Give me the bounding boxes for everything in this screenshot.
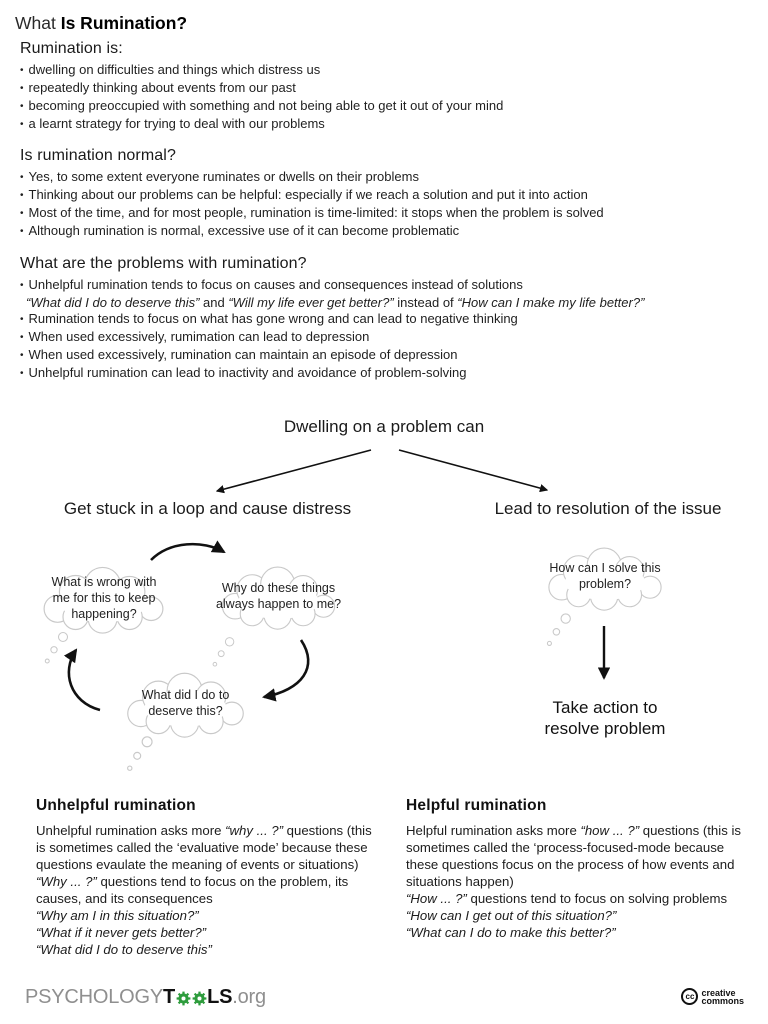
- bullet-item: Thinking about our problems can be helpf…: [20, 187, 750, 205]
- column-paragraph: Helpful rumination asks more “how ... ?”…: [406, 822, 748, 890]
- paragraph-text: Unhelpful rumination asks more: [36, 823, 226, 838]
- branch-arrow-left: [215, 449, 372, 494]
- page-title: What Is Rumination?: [15, 13, 187, 34]
- column-helpful-rumination: Helpful rumination Helpful rumination as…: [406, 797, 748, 941]
- logo-t-text: T: [163, 986, 176, 1008]
- section-heading: Is rumination normal?: [20, 147, 176, 164]
- take-action-line2: resolve problem: [544, 718, 666, 738]
- section-heading: What are the problems with rumination?: [20, 255, 307, 272]
- thought-bubble-3-text: What did I do to deserve this?: [141, 688, 230, 718]
- paragraph-italic: “How ... ?”: [406, 891, 467, 906]
- paragraph-italic: “why ... ?”: [225, 823, 283, 838]
- column-paragraph: “Why ... ?” questions tend to focus on t…: [36, 873, 384, 907]
- bullet-item: becoming preoccupied with something and …: [20, 98, 750, 116]
- paragraph-italic: “Why ... ?”: [36, 874, 97, 889]
- loop-arrow-left: [63, 648, 101, 712]
- quote-join: instead of: [393, 295, 458, 310]
- bullet-item: Rumination tends to focus on what has go…: [20, 311, 750, 329]
- thought-trail-icon: [210, 634, 238, 672]
- column-unhelpful-rumination: Unhelpful rumination Unhelpful ruminatio…: [36, 797, 384, 958]
- take-action-line1: Take action to: [552, 698, 658, 717]
- thought-bubble-2-text: Why do these things always happen to me?: [215, 581, 342, 611]
- bullet-item: Unhelpful rumination tends to focus on c…: [20, 277, 750, 295]
- paragraph-text: Helpful rumination asks more: [406, 823, 581, 838]
- gear-icon: [192, 991, 207, 1006]
- bullet-item: Most of the time, and for most people, r…: [20, 205, 750, 223]
- logo-org-text: .org: [232, 986, 266, 1008]
- diagram-right-branch-label: Lead to resolution of the issue: [494, 499, 722, 518]
- thought-bubble-3: What did I do to deserve this?: [118, 668, 253, 740]
- section-rumination-is: Rumination is: dwelling on difficulties …: [20, 40, 750, 134]
- thought-bubble-1: What is wrong with me for this to keep h…: [36, 562, 171, 637]
- cc-label-line1: creative: [701, 987, 736, 998]
- section-heading: Rumination is:: [20, 40, 123, 57]
- paragraph-text: questions tend to focus on solving probl…: [466, 891, 728, 906]
- logo-psychology-text: PSYCHOLOGY: [25, 986, 164, 1008]
- loop-arrow-top: [150, 540, 226, 561]
- bullet-item: Unhelpful rumination can lead to inactiv…: [20, 365, 750, 383]
- paragraph-text: questions tend to focus on the problem, …: [36, 874, 349, 906]
- logo-ls-text: LS: [207, 986, 233, 1008]
- column-heading: Helpful rumination: [406, 797, 547, 814]
- cc-icon: cc: [681, 988, 699, 1005]
- example-quote: “What can I do to make this better?”: [406, 925, 616, 940]
- bullet-item: a learnt strategy for trying to deal wit…: [20, 116, 750, 134]
- example-quote: “How can I get out of this situation?”: [406, 908, 617, 923]
- cc-label-line2: commons: [701, 995, 744, 1006]
- bullet-item: Yes, to some extent everyone ruminates o…: [20, 169, 750, 187]
- thought-trail-icon: [124, 732, 157, 778]
- page-title-prefix: What: [15, 13, 61, 33]
- loop-arrow-right: [262, 639, 310, 702]
- example-quote: “Why am I in this situation?”: [36, 908, 199, 923]
- page-title-bold: Is Rumination?: [60, 13, 188, 33]
- quote-text: “Will my life ever get better?”: [228, 295, 394, 310]
- bullet-item: repeatedly thinking about events from ou…: [20, 80, 750, 98]
- example-quote: “What if it never gets better?”: [36, 925, 207, 940]
- cc-label: creative commons: [701, 987, 744, 1006]
- diagram-left-branch-label: Get stuck in a loop and cause distress: [63, 499, 352, 518]
- thought-bubble-solve: How can I solve this problem?: [540, 543, 670, 613]
- quote-join: and: [199, 295, 229, 310]
- paragraph-italic: “how ... ?”: [580, 823, 640, 838]
- quote-text: “What did I do to deserve this”: [26, 295, 200, 310]
- thought-trail-icon: [42, 628, 72, 670]
- bullet-item: dwelling on difficulties and things whic…: [20, 62, 750, 80]
- paragraph-text: questions (this is sometimes called the …: [406, 823, 741, 889]
- section-is-rumination-normal: Is rumination normal? Yes, to some exten…: [20, 147, 750, 241]
- quote-text: “How can I make my life better?”: [457, 295, 645, 310]
- thought-bubble-1-text: What is wrong with me for this to keep h…: [51, 575, 157, 621]
- diagram-root-label: Dwelling on a problem can: [283, 417, 485, 436]
- section-problems-with-rumination: What are the problems with rumination? U…: [20, 255, 750, 383]
- column-paragraph: Unhelpful rumination asks more “why ... …: [36, 822, 384, 873]
- quote-example-line: “What did I do to deserve this” and “Wil…: [20, 295, 750, 311]
- take-action-label: Take action to resolve problem: [505, 698, 705, 739]
- bullet-item: When used excessively, rumimation can le…: [20, 329, 750, 347]
- bullet-item: Although rumination is normal, excessive…: [20, 223, 750, 241]
- thought-trail-icon: [544, 610, 575, 652]
- creative-commons-badge: cc creative commons: [681, 988, 744, 1005]
- thought-bubble-solve-text: How can I solve this problem?: [549, 561, 661, 591]
- bullet-item: When used excessively, rumination can ma…: [20, 347, 750, 365]
- thought-bubble-2: Why do these things always happen to me?: [206, 562, 351, 632]
- example-quote: “What did I do to deserve this”: [36, 942, 212, 957]
- paragraph-text: questions (this is sometimes called the …: [36, 823, 372, 872]
- column-heading: Unhelpful rumination: [36, 797, 196, 814]
- branch-arrow-right: [398, 449, 549, 493]
- gear-icon: [176, 991, 191, 1006]
- column-paragraph: “How ... ?” questions tend to focus on s…: [406, 890, 748, 907]
